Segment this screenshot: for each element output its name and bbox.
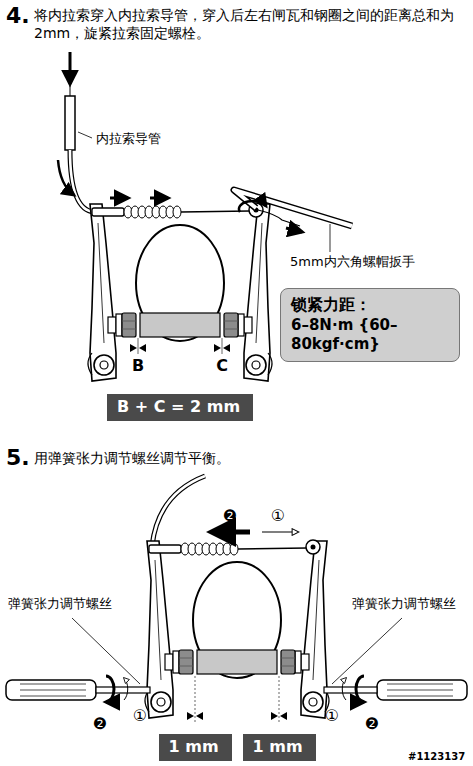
callout-number: ❷: [93, 714, 107, 735]
gap-label: B: [132, 356, 144, 377]
part-label: 内拉索导管: [96, 131, 161, 148]
tool-label: 5mm内六角螺帽扳手: [290, 254, 415, 271]
box-heading: 1 mm: [169, 737, 222, 758]
instruction-text: 用弹簧张力调节螺丝调节平衡。: [34, 449, 230, 467]
part-label: 弹簧张力调节螺丝: [352, 596, 456, 613]
callout-number: ①: [271, 506, 285, 527]
callout-number: ①: [325, 706, 339, 727]
part-label: 弹簧张力调节螺丝: [8, 596, 112, 613]
box-heading: B + C = 2 mm: [117, 397, 243, 418]
callout-number: ❷: [223, 506, 237, 527]
callout-number: ❷: [365, 714, 379, 735]
box-text: 6–8N·m {60–80kgf·cm}: [291, 316, 449, 355]
instruction-text: 将内拉索穿入内拉索导管，穿入后左右闸瓦和钢圈之间的距离总和为2mm，旋紧拉索固定…: [34, 6, 466, 42]
torque-box: 锁紧力距：6–8N·m {60–80kgf·cm}: [280, 288, 460, 362]
box-heading: 1 mm: [253, 737, 306, 758]
dimension-box: B + C = 2 mm: [107, 394, 253, 421]
dimension-box: 1 mm: [159, 734, 232, 761]
box-heading: 锁紧力距：: [291, 295, 449, 316]
watermark: #1123137: [408, 750, 465, 763]
step-number: 5.: [6, 444, 30, 473]
step-number: 4.: [6, 2, 30, 31]
gap-label: C: [216, 356, 228, 377]
dimension-box: 1 mm: [243, 734, 316, 761]
callout-number: ①: [133, 706, 147, 727]
